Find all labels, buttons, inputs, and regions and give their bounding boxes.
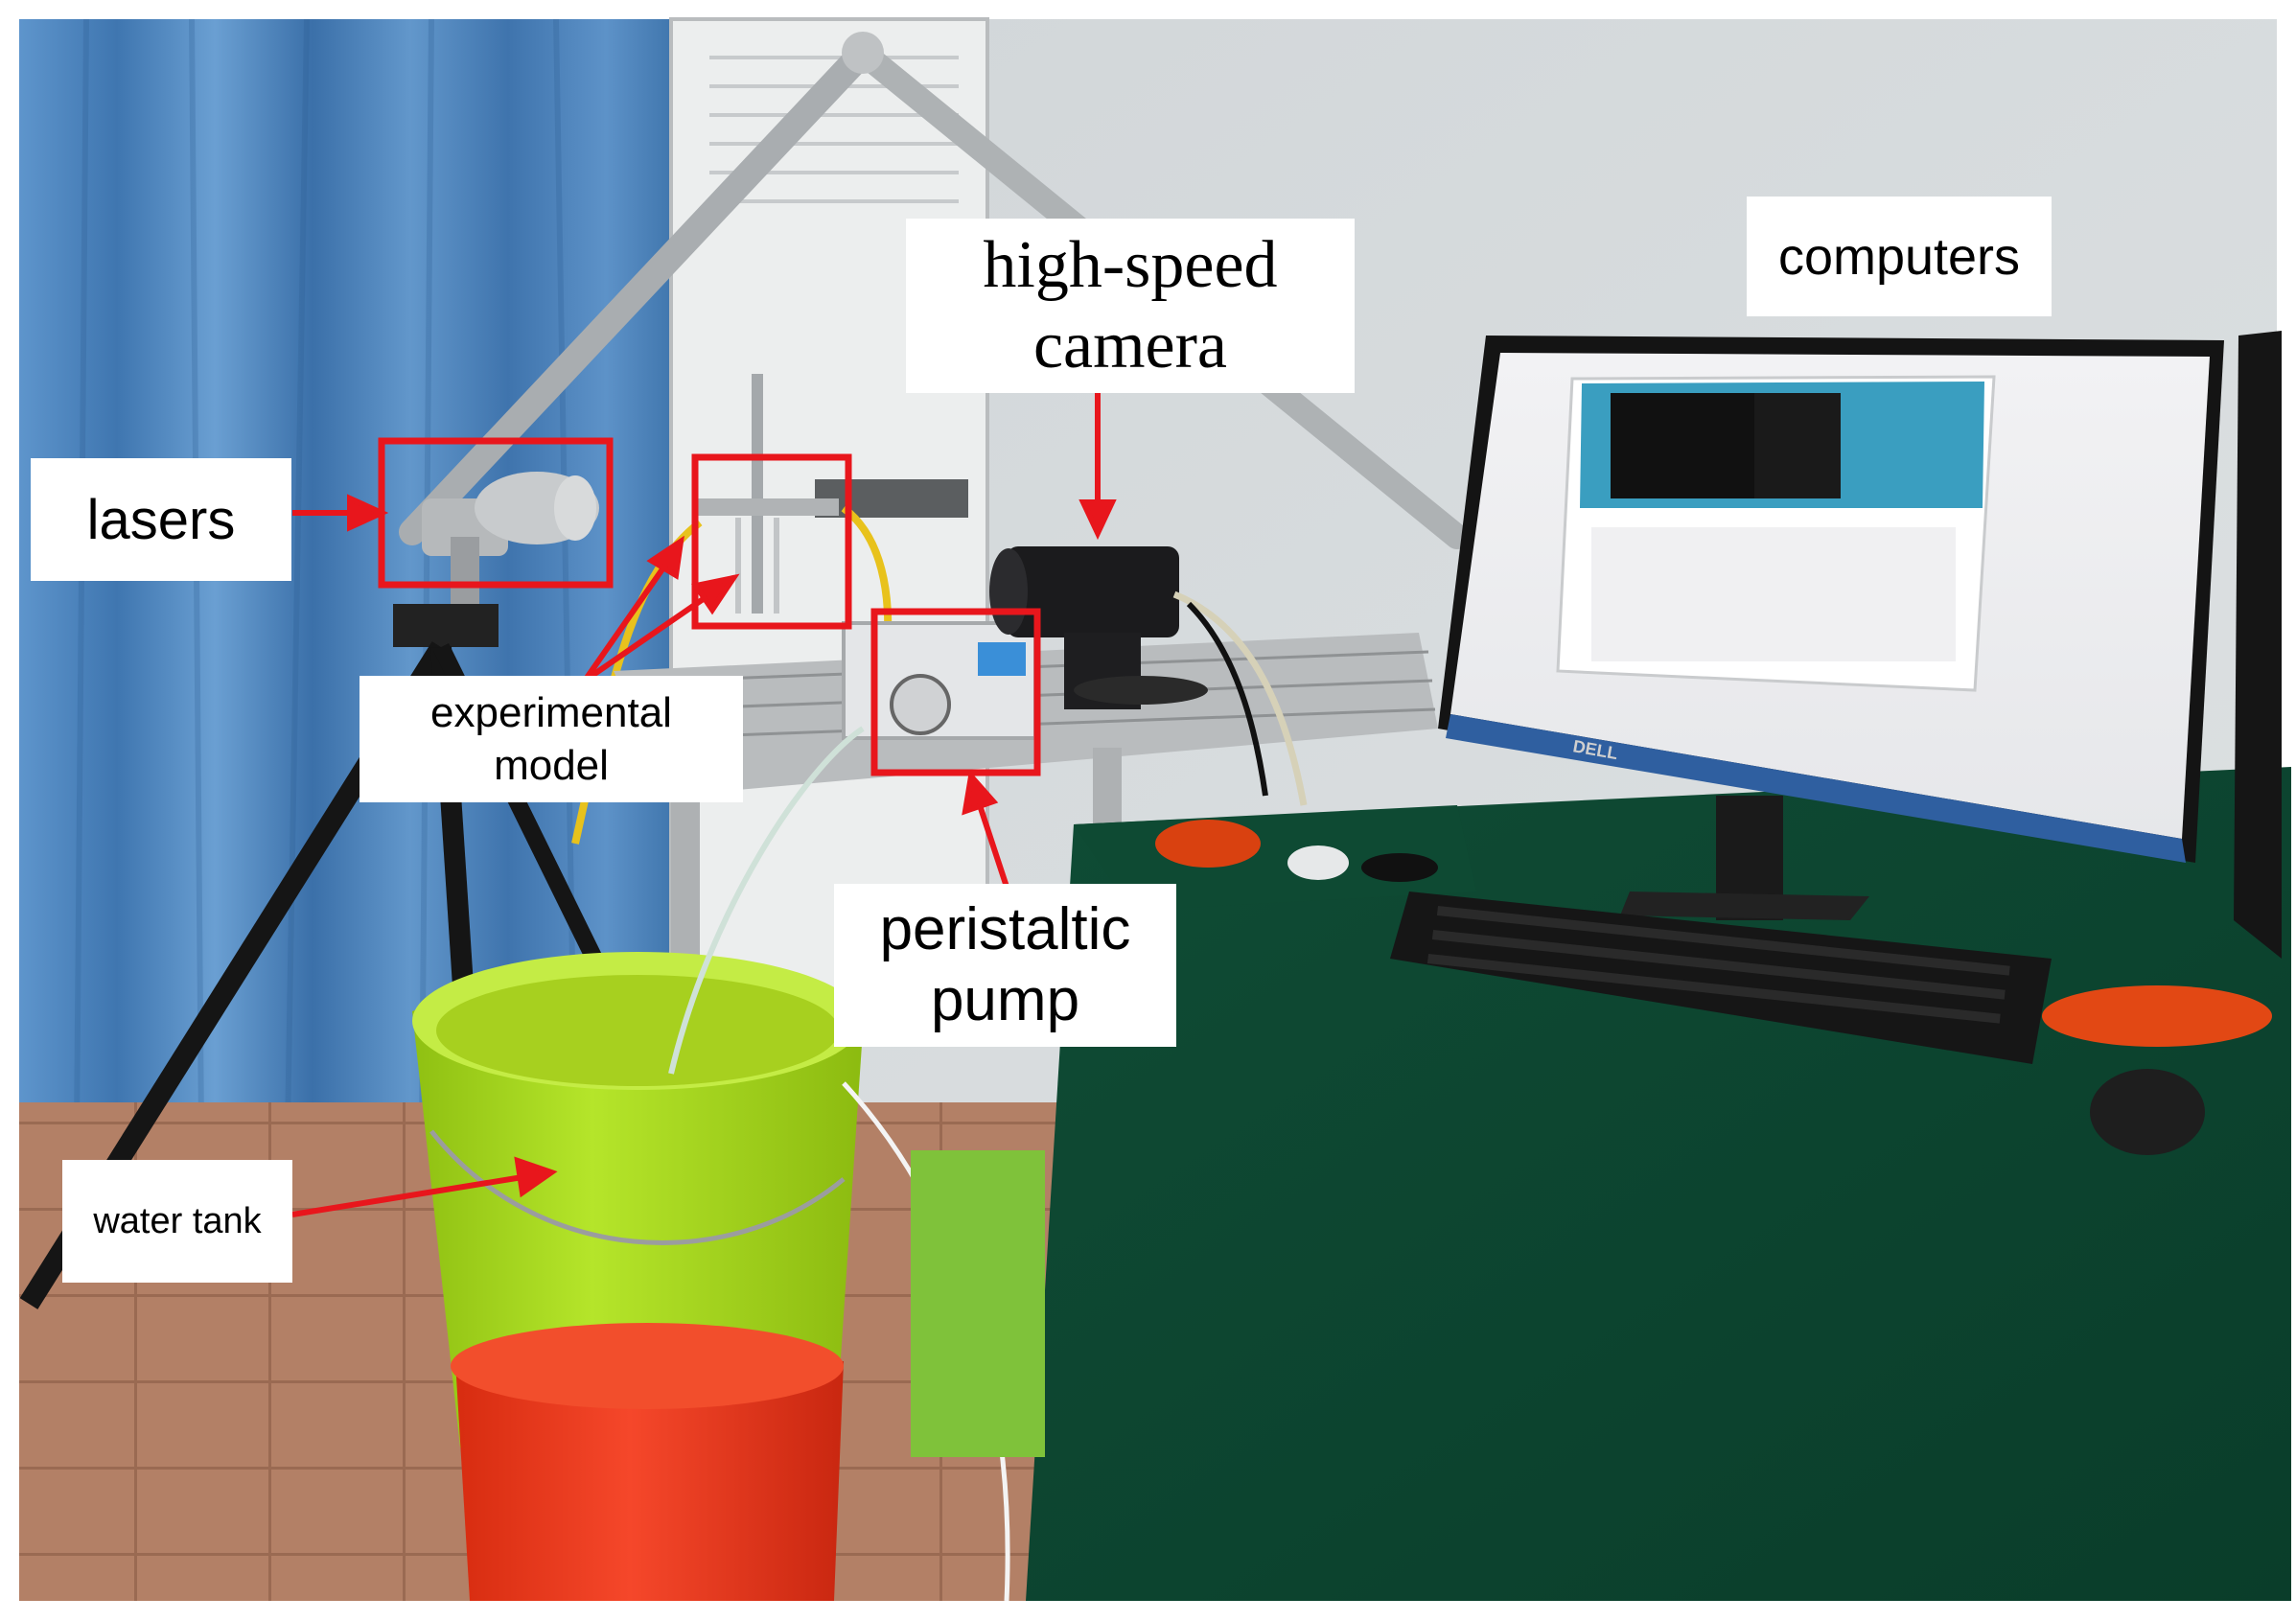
- annotation-arrows: [291, 388, 1117, 1217]
- peristaltic-pump-highlight-box: [870, 608, 1041, 776]
- computers-label: computers: [1747, 197, 2052, 316]
- water-tank-label: water tank: [62, 1160, 292, 1283]
- high-speed-camera-label: high-speed camera: [906, 219, 1355, 393]
- lasers-label: lasers: [31, 458, 291, 581]
- experimental-model-label: experimental model: [359, 676, 743, 802]
- peristaltic-pump-label: peristaltic pump: [834, 884, 1176, 1047]
- experimental-model-highlight-box: [691, 453, 852, 630]
